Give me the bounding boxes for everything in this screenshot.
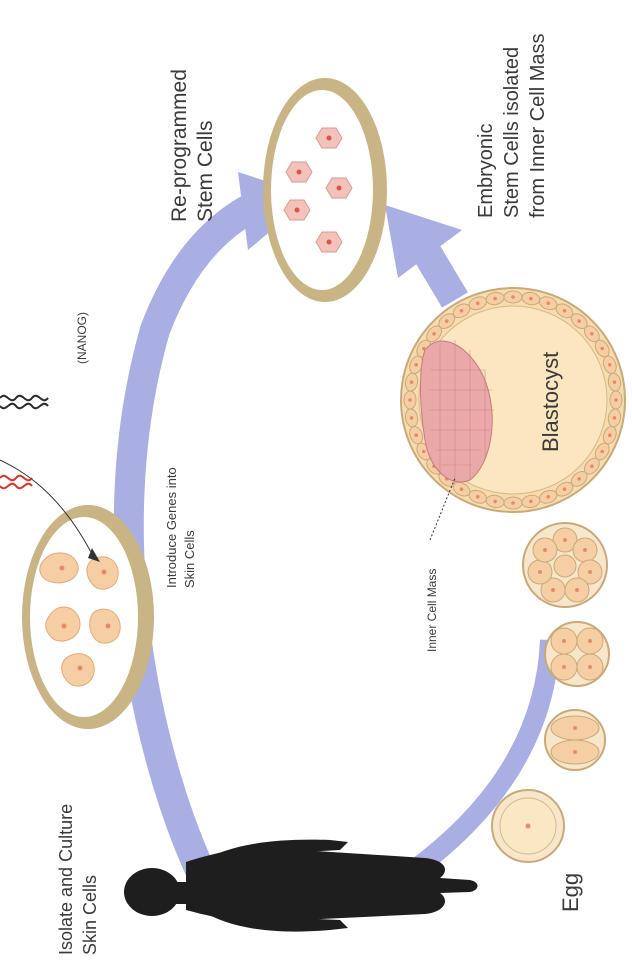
blastocyst	[401, 288, 625, 512]
rim-cell-nucleus	[432, 332, 436, 336]
label-egg: Egg	[558, 873, 583, 912]
label-introduce-line1: Introduce Genes into	[164, 467, 179, 588]
stem-cell-dish	[263, 78, 387, 302]
rim-cell-nucleus	[460, 309, 464, 313]
rim-cell-nucleus	[563, 309, 567, 313]
label-isolate-line2: Skin Cells	[80, 875, 100, 955]
rim-cell-nucleus	[600, 347, 604, 351]
label-introduce-line2: Skin Cells	[182, 530, 197, 588]
rim-cell-nucleus	[493, 297, 497, 301]
dna-black-icon	[0, 396, 48, 409]
rim-cell-nucleus	[546, 301, 550, 305]
label-embryonic-line3: from Inner Cell Mass	[527, 34, 549, 219]
rim-cell-nucleus	[476, 495, 480, 499]
rim-cell-nucleus	[408, 398, 412, 402]
rim-cell-nucleus	[476, 301, 480, 305]
rim-cell-nucleus	[577, 477, 581, 481]
label-inner-cell-mass: Inner Cell Mass	[425, 569, 439, 652]
left-cycle-arrow	[129, 172, 312, 870]
rim-cell-nucleus	[614, 398, 618, 402]
rim-cell-nucleus	[511, 295, 515, 299]
rim-cell-nucleus	[414, 363, 418, 367]
rim-cell-nucleus	[608, 433, 612, 437]
rim-cell-nucleus	[600, 450, 604, 454]
rim-cell-nucleus	[590, 332, 594, 336]
label-embryonic-line2: Stem Cells isolated	[501, 47, 523, 218]
skin-cell-dish	[22, 505, 154, 729]
rim-cell-nucleus	[529, 500, 533, 504]
label-reprogrammed-line1: Re-programmed	[168, 69, 191, 222]
rim-cell-nucleus	[414, 433, 418, 437]
label-reprogrammed-line2: Stem Cells	[194, 120, 217, 222]
label-nanog: (NANOG)	[75, 312, 89, 364]
rim-cell-nucleus	[511, 501, 515, 505]
rim-cell-nucleus	[546, 495, 550, 499]
two-cell-stage	[545, 710, 605, 770]
rim-cell-nucleus	[613, 380, 617, 384]
rim-cell-nucleus	[493, 500, 497, 504]
rim-cell-nucleus	[410, 416, 414, 420]
dna-red-icon	[0, 476, 32, 489]
label-isolate-line1: Isolate and Culture	[56, 804, 76, 955]
rim-cell-nucleus	[529, 297, 533, 301]
rim-cell-nucleus	[613, 416, 617, 420]
rim-cell-nucleus	[460, 487, 464, 491]
rim-cell-nucleus	[445, 319, 449, 323]
rim-cell-nucleus	[608, 363, 612, 367]
egg-cell	[492, 790, 564, 862]
label-embryonic-line1: Embryonic	[475, 124, 497, 218]
rim-cell-nucleus	[590, 464, 594, 468]
rim-cell-nucleus	[577, 319, 581, 323]
morula-8-cell	[523, 523, 607, 607]
rim-cell-nucleus	[410, 380, 414, 384]
four-cell-stage	[545, 622, 609, 686]
rim-cell-nucleus	[563, 487, 567, 491]
rim-cell-nucleus	[422, 450, 426, 454]
label-blastocyst: Blastocyst	[538, 352, 563, 452]
